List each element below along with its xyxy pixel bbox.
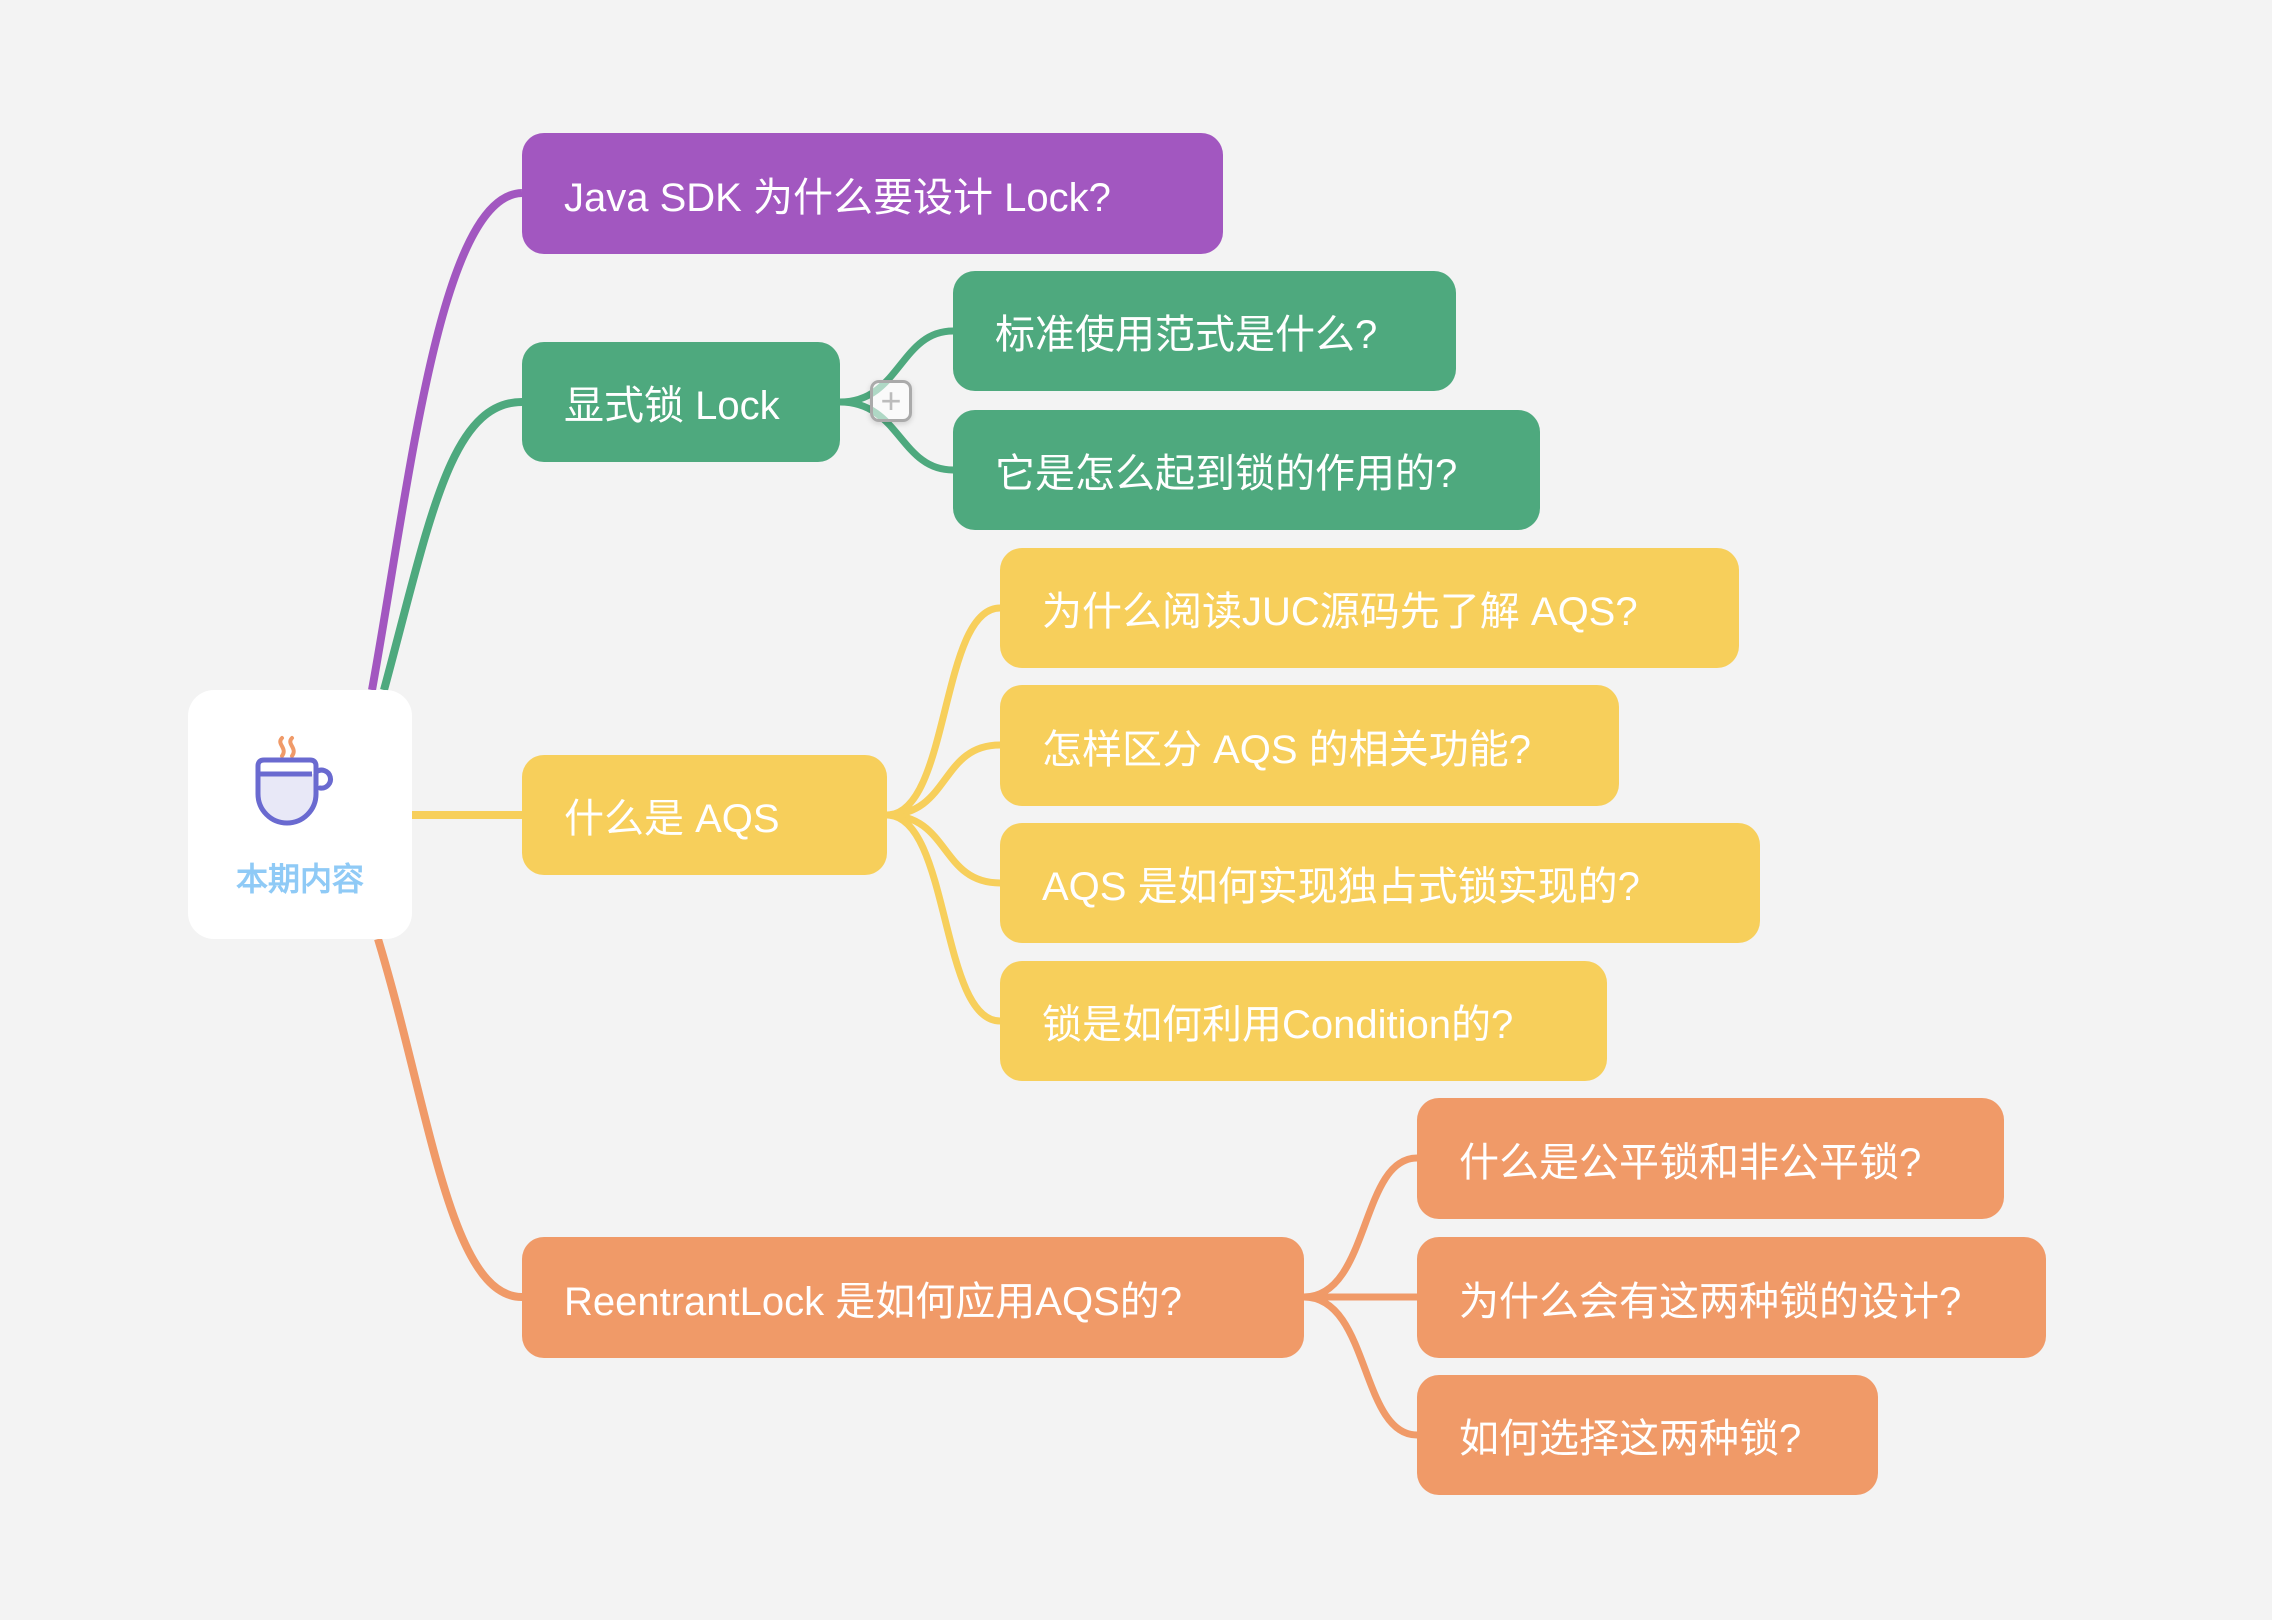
child-node[interactable]: 标准使用范式是什么? xyxy=(953,271,1456,391)
child-node[interactable]: 怎样区分 AQS 的相关功能? xyxy=(1000,685,1619,806)
node-label: 为什么会有这两种锁的设计? xyxy=(1459,1279,1962,1324)
link-green-2 xyxy=(839,398,954,474)
child-node[interactable]: 为什么会有这两种锁的设计? xyxy=(1417,1237,2046,1358)
node-label: 显式锁 Lock xyxy=(564,384,780,428)
branch-node-explicit-lock[interactable]: 显式锁 Lock xyxy=(522,342,840,462)
node-label: 锁是如何利用Condition的? xyxy=(1042,1003,1514,1047)
root-label: 本期内容 xyxy=(235,860,364,898)
coffee-cup-icon xyxy=(255,736,333,826)
link-green-1 xyxy=(839,327,954,406)
link-root-orange xyxy=(374,937,523,1301)
child-node[interactable]: 什么是公平锁和非公平锁? xyxy=(1417,1098,2004,1219)
branch-node-what-is-aqs[interactable]: 什么是 AQS xyxy=(522,755,887,875)
expand-collapse-button[interactable]: + xyxy=(870,380,912,422)
node-label: 它是怎么起到锁的作用的? xyxy=(995,452,1458,496)
plus-icon: + xyxy=(880,380,902,421)
child-node[interactable]: 锁是如何利用Condition的? xyxy=(1000,961,1607,1081)
link-yellow-3 xyxy=(886,811,1001,887)
node-label: 标准使用范式是什么? xyxy=(995,313,1378,357)
node-label: Java SDK 为什么要设计 Lock? xyxy=(564,175,1111,220)
link-root-green xyxy=(380,398,523,692)
link-yellow-4 xyxy=(886,811,1001,1025)
link-root-purple xyxy=(368,189,523,691)
node-label: AQS 是如何实现独占式锁实现的? xyxy=(1042,865,1640,909)
node-label: 什么是 AQS xyxy=(564,797,780,841)
branch-node-reentrantlock-aqs[interactable]: ReentrantLock 是如何应用AQS的? xyxy=(522,1237,1304,1358)
link-yellow-1 xyxy=(886,604,1001,819)
child-node[interactable]: 它是怎么起到锁的作用的? xyxy=(953,410,1540,530)
child-node[interactable]: 如何选择这两种锁? xyxy=(1417,1375,1878,1495)
child-node[interactable]: 为什么阅读JUC源码先了解 AQS? xyxy=(1000,548,1739,668)
child-node[interactable]: AQS 是如何实现独占式锁实现的? xyxy=(1000,823,1760,943)
node-label: 如何选择这两种锁? xyxy=(1459,1417,1802,1461)
root-node[interactable]: 本期内容 xyxy=(188,690,412,939)
branch-node-java-sdk-lock[interactable]: Java SDK 为什么要设计 Lock? xyxy=(522,133,1223,254)
link-orange-3 xyxy=(1303,1293,1418,1439)
node-label: 怎样区分 AQS 的相关功能? xyxy=(1042,727,1531,772)
node-label: 什么是公平锁和非公平锁? xyxy=(1459,1140,1922,1185)
link-yellow-2 xyxy=(886,741,1001,819)
node-label: ReentrantLock 是如何应用AQS的? xyxy=(564,1279,1182,1324)
link-orange-1 xyxy=(1303,1154,1418,1301)
node-label: 为什么阅读JUC源码先了解 AQS? xyxy=(1042,590,1638,634)
